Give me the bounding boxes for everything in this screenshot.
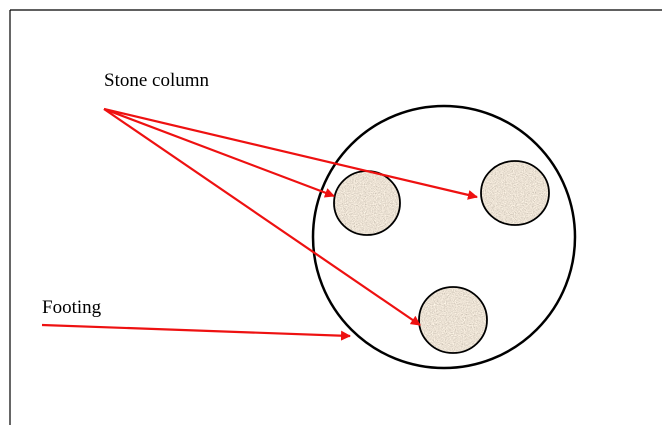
stone-column-label: Stone column (104, 70, 210, 91)
footing-circle (311, 104, 577, 370)
arrow-to-stone-column-right (103, 107, 478, 200)
stone-column-left (333, 170, 401, 236)
footing-label: Footing (42, 297, 102, 318)
stone-column-right (480, 160, 550, 226)
arrow-to-footing (41, 323, 351, 341)
arrow-to-stone-column-bottom (103, 108, 421, 326)
stone-column-bottom (418, 286, 488, 354)
arrow-to-stone-column-left (103, 107, 335, 198)
